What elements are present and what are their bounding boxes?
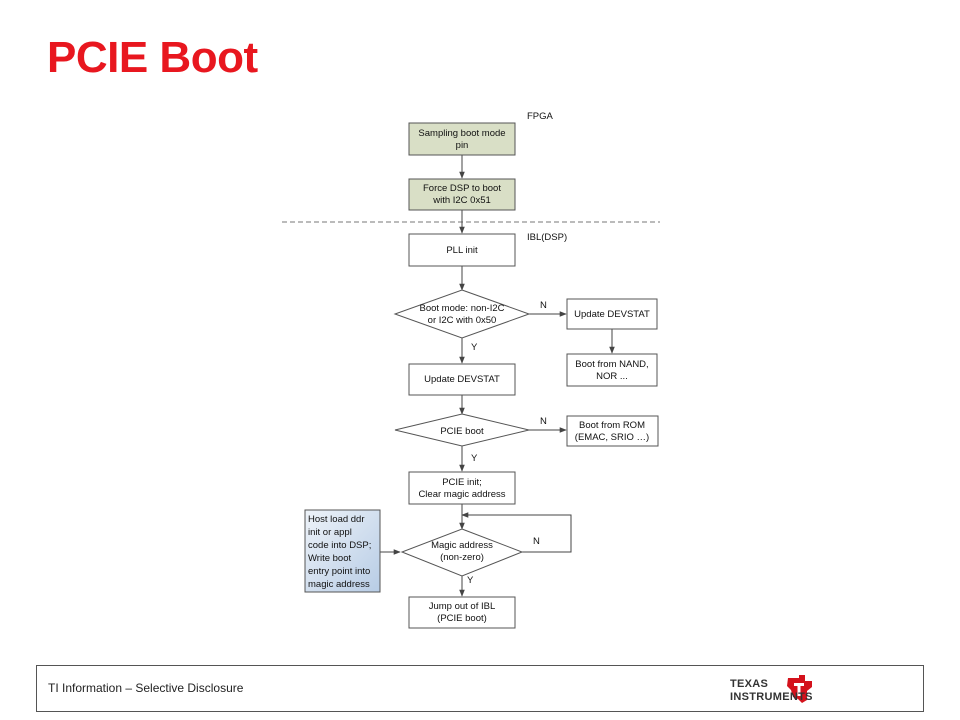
- region-label-ibl: IBL(DSP): [527, 232, 567, 243]
- svg-text:with I2C 0x51: with I2C 0x51: [432, 195, 491, 206]
- svg-text:Write boot: Write boot: [308, 553, 351, 564]
- edge-label-magic-no: N: [533, 536, 540, 547]
- svg-text:Host load ddr: Host load ddr: [308, 514, 365, 525]
- svg-text:Force DSP to boot: Force DSP to boot: [423, 183, 501, 194]
- svg-text:init or appl: init or appl: [308, 527, 352, 538]
- svg-text:Boot from NAND,: Boot from NAND,: [575, 359, 648, 370]
- node-force-dsp-boot: Force DSP to boot with I2C 0x51: [408, 178, 516, 211]
- svg-text:Clear magic address: Clear magic address: [418, 489, 505, 500]
- svg-text:(PCIE boot): (PCIE boot): [437, 613, 487, 624]
- edge-label-pcie-yes: Y: [471, 453, 478, 464]
- svg-text:magic address: magic address: [308, 579, 370, 590]
- boot-flowchart: FPGA IBL(DSP) N Y N Y N Y Sampling boot …: [282, 111, 660, 629]
- edge-label-bootmode-yes: Y: [471, 342, 478, 353]
- svg-text:NOR ...: NOR ...: [596, 371, 628, 382]
- edge-label-bootmode-no: N: [540, 300, 547, 311]
- node-update-devstat-no-branch: Update DEVSTAT: [566, 298, 658, 330]
- node-boot-mode-decision: Boot mode: non-I2C or I2C with 0x50: [393, 289, 531, 339]
- slide-title: PCIE Boot: [47, 33, 258, 82]
- svg-text:Boot from ROM: Boot from ROM: [579, 420, 645, 431]
- logo-wordmark-texas: TEXAS: [730, 678, 769, 690]
- node-jump-out-of-ibl: Jump out of IBL (PCIE boot): [408, 596, 516, 629]
- svg-text:(EMAC, SRIO …): (EMAC, SRIO …): [575, 432, 649, 443]
- edge-label-pcie-no: N: [540, 416, 547, 427]
- svg-text:or I2C with 0x50: or I2C with 0x50: [428, 315, 497, 326]
- node-pll-init: PLL init: [408, 233, 516, 267]
- svg-text:(non-zero): (non-zero): [440, 552, 484, 563]
- node-sampling-boot-mode: Sampling boot mode pin: [408, 122, 516, 156]
- svg-text:entry point into: entry point into: [308, 566, 370, 577]
- node-host-load: Host load ddr init or appl code into DSP…: [304, 509, 381, 593]
- node-boot-from-rom: Boot from ROM (EMAC, SRIO …): [566, 415, 659, 447]
- svg-text:Magic address: Magic address: [431, 540, 493, 551]
- svg-text:Sampling boot mode: Sampling boot mode: [418, 128, 505, 139]
- footer-disclosure-text: TI Information – Selective Disclosure: [48, 681, 244, 695]
- logo-wordmark-instruments: INSTRUMENTS: [730, 691, 813, 703]
- edge-label-magic-yes: Y: [467, 575, 474, 586]
- svg-text:Update DEVSTAT: Update DEVSTAT: [574, 309, 650, 320]
- svg-text:Jump out of IBL: Jump out of IBL: [429, 601, 496, 612]
- svg-text:pin: pin: [456, 140, 469, 151]
- node-boot-from-nand: Boot from NAND, NOR ...: [566, 353, 658, 387]
- svg-text:code into DSP;: code into DSP;: [308, 540, 371, 551]
- svg-text:PCIE init;: PCIE init;: [442, 477, 482, 488]
- node-update-devstat: Update DEVSTAT: [408, 363, 516, 396]
- edge-magic-loop: [461, 512, 572, 553]
- svg-text:Update DEVSTAT: Update DEVSTAT: [424, 374, 500, 385]
- node-magic-address-decision: Magic address (non-zero): [400, 528, 524, 577]
- footer: TI Information – Selective Disclosure TE…: [36, 665, 924, 712]
- svg-text:PCIE boot: PCIE boot: [440, 426, 484, 437]
- svg-text:Boot mode: non-I2C: Boot mode: non-I2C: [419, 303, 504, 314]
- svg-text:PLL init: PLL init: [446, 245, 478, 256]
- region-label-fpga: FPGA: [527, 111, 554, 122]
- texas-instruments-logo-icon: [787, 675, 812, 703]
- node-pcie-boot-decision: PCIE boot: [394, 413, 530, 447]
- node-pcie-init: PCIE init; Clear magic address: [408, 471, 516, 505]
